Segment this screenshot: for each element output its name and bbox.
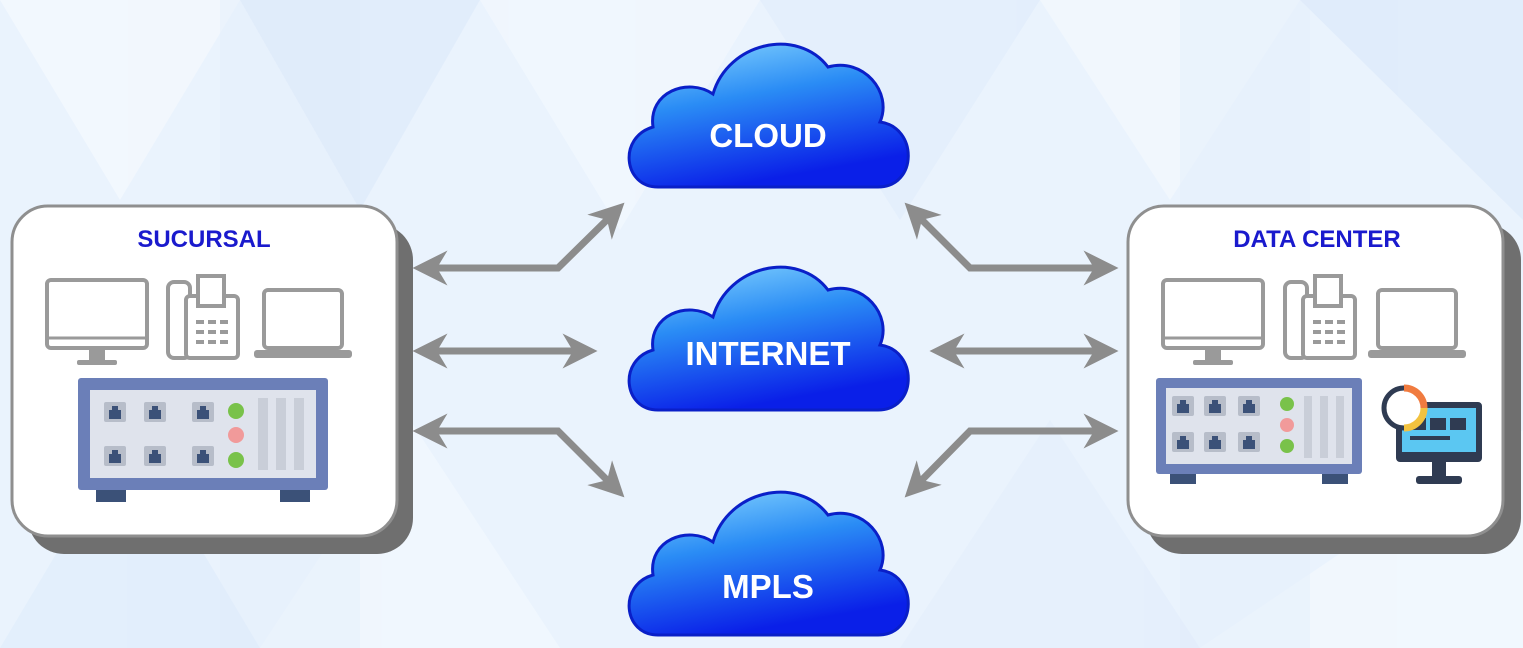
monitoring-dashboard-icon <box>1381 384 1482 484</box>
laptop-icon <box>252 288 354 360</box>
site-title: DATA CENTER <box>1233 226 1401 253</box>
cloud-node-internet: INTERNET <box>627 265 910 412</box>
link-datacenter-cloud <box>904 202 1119 286</box>
laptop-icon <box>1366 288 1468 360</box>
cloud-node-cloud: CLOUD <box>627 42 910 189</box>
cloud-node-mpls: MPLS <box>627 490 910 637</box>
panel-box <box>1126 204 1505 538</box>
link-datacenter-mpls <box>904 413 1119 498</box>
site-panel-sucursal: SUCURSAL <box>10 204 413 554</box>
connection-arrows <box>412 202 1119 498</box>
cloud-label: INTERNET <box>686 335 851 372</box>
network-switch-icon <box>1156 378 1362 484</box>
cloud-label: MPLS <box>722 568 814 605</box>
link-sucursal-cloud <box>412 202 625 286</box>
network-switch-icon <box>78 378 328 502</box>
cloud-label: CLOUD <box>709 117 826 154</box>
site-title: SUCURSAL <box>137 226 270 253</box>
link-sucursal-mpls <box>412 413 625 498</box>
site-panel-data-center: DATA CENTER <box>1126 204 1521 554</box>
